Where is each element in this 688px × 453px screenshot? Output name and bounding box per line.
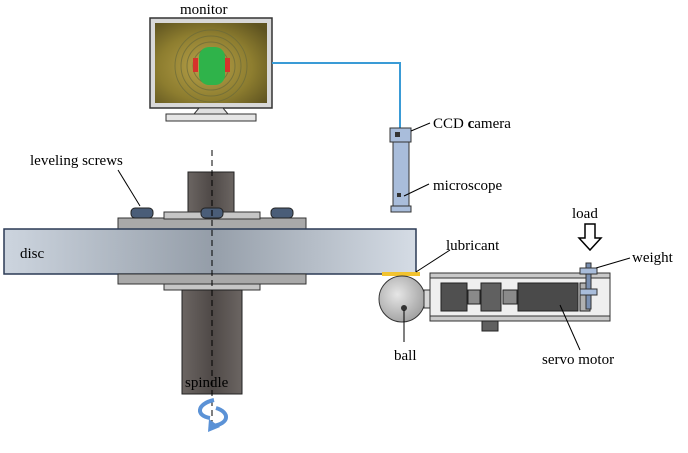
leader-microscope (403, 183, 430, 197)
monitor (149, 17, 273, 122)
leveling-screw (130, 207, 154, 219)
leveling-screw (270, 207, 294, 219)
leader-weight (595, 257, 631, 269)
label-ball: ball (394, 348, 417, 364)
leader-servo-motor (559, 304, 581, 351)
label-weight: weight (632, 250, 674, 266)
leader-leveling-screws (117, 169, 141, 207)
disc (3, 228, 417, 275)
leader-ccd-camera (410, 122, 431, 132)
label-spindle: spindle (185, 375, 229, 391)
leader-lubricant (415, 249, 451, 273)
contact-edge-right (225, 58, 230, 72)
ball-holder-pin (401, 305, 407, 311)
monitor-stand (165, 113, 257, 122)
label-disc: disc (20, 246, 45, 262)
label-servo-motor: servo motor (542, 352, 614, 368)
lubricant-film (382, 272, 420, 276)
label-monitor: monitor (180, 2, 228, 18)
weight-stack (579, 262, 598, 310)
label-load: load (572, 206, 598, 222)
label-leveling-screws: leveling screws (30, 153, 123, 169)
ball (378, 275, 426, 323)
spindle-upper (187, 171, 235, 215)
ccd-camera (389, 127, 412, 143)
load-arrow-icon (577, 223, 603, 252)
label-microscope: microscope (433, 178, 502, 194)
servo-frame (429, 272, 611, 332)
camera-cable (272, 62, 401, 128)
monitor-neck (192, 107, 230, 115)
rotation-arrow-icon (198, 398, 228, 432)
contact-edge-left (193, 58, 198, 72)
microscope (390, 141, 412, 213)
label-lubricant: lubricant (446, 238, 500, 254)
contact-zone-green (199, 47, 225, 85)
label-ccd-camera: CCD camera (433, 116, 511, 132)
